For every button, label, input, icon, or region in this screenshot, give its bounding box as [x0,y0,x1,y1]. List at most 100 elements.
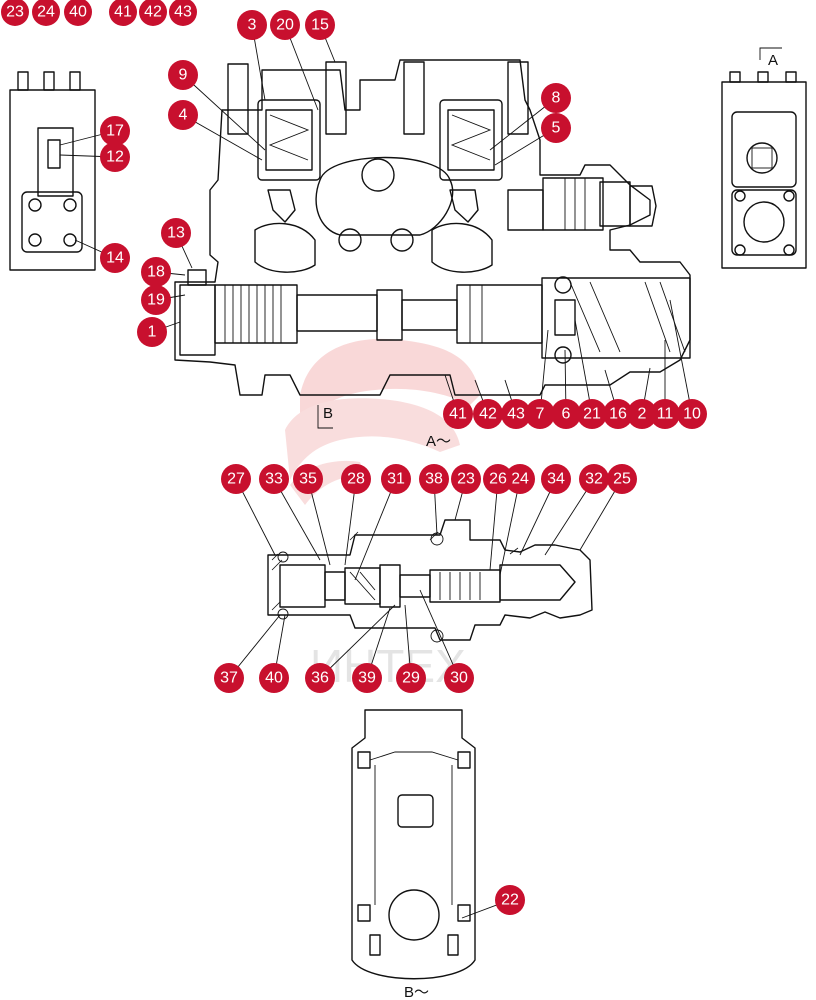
svg-text:25: 25 [613,471,631,488]
svg-text:10: 10 [683,406,701,423]
valve-section-view [267,519,593,643]
svg-text:39: 39 [358,670,376,687]
callout-2[interactable]: 2 [627,399,657,429]
callout-11[interactable]: 11 [650,399,680,429]
svg-text:41: 41 [449,406,467,423]
watermark-text: ИНТЕХ [310,640,466,692]
valve-bottom-view: B～ [351,709,476,1000]
svg-text:18: 18 [147,264,165,281]
svg-text:16: 16 [609,406,627,423]
svg-text:28: 28 [347,471,365,488]
svg-text:23: 23 [6,4,24,21]
callout-41[interactable]: 41 [443,399,473,429]
svg-text:31: 31 [387,471,405,488]
callout-23[interactable]: 23 [451,464,481,494]
callout-12[interactable]: 12 [100,142,130,172]
callout-29[interactable]: 29 [396,663,426,693]
callout-30[interactable]: 30 [444,663,474,693]
svg-text:15: 15 [311,17,329,34]
svg-text:5: 5 [552,120,561,137]
callout-34[interactable]: 34 [541,464,571,494]
svg-text:35: 35 [299,471,317,488]
svg-text:11: 11 [657,406,674,423]
callout-24-top[interactable]: 24 [32,0,60,26]
svg-text:36: 36 [311,670,329,687]
callout-40[interactable]: 40 [259,663,289,693]
callout-19[interactable]: 19 [141,285,171,315]
svg-text:42: 42 [144,4,162,21]
callout-26[interactable]: 26 [483,464,513,494]
callout-25[interactable]: 25 [607,464,637,494]
svg-text:42: 42 [479,406,497,423]
callout-6[interactable]: 6 [551,399,581,429]
svg-text:6: 6 [562,406,571,423]
svg-text:43: 43 [507,406,525,423]
callout-5[interactable]: 5 [541,113,571,143]
svg-text:24: 24 [37,4,55,21]
callout-10[interactable]: 10 [677,399,707,429]
svg-text:24: 24 [511,471,529,488]
callout-22[interactable]: 22 [495,885,525,915]
callout-21[interactable]: 21 [577,399,607,429]
valve-left-view [9,71,96,271]
svg-text:20: 20 [276,17,294,34]
svg-text:32: 32 [585,471,603,488]
callout-39[interactable]: 39 [352,663,382,693]
callout-3[interactable]: 3 [237,10,267,40]
svg-text:23: 23 [457,471,475,488]
callout-42[interactable]: 42 [473,399,503,429]
callout-8[interactable]: 8 [541,83,571,113]
callout-27[interactable]: 27 [221,464,251,494]
svg-text:1: 1 [148,324,157,341]
callout-43-top[interactable]: 43 [169,0,197,26]
callout-17[interactable]: 17 [100,116,130,146]
svg-text:4: 4 [179,107,188,124]
callout-9[interactable]: 9 [168,60,198,90]
svg-text:34: 34 [547,471,565,488]
callout-28[interactable]: 28 [341,464,371,494]
callout-13[interactable]: 13 [161,218,191,248]
callout-33[interactable]: 33 [259,464,289,494]
callout-4[interactable]: 4 [168,100,198,130]
callout-35[interactable]: 35 [293,464,323,494]
valve-right-view: A [721,47,807,269]
callout-1[interactable]: 1 [137,317,167,347]
view-b-arrow-label: B [323,405,333,422]
callout-42-top[interactable]: 42 [139,0,167,26]
svg-text:19: 19 [147,292,165,309]
svg-text:7: 7 [536,406,545,423]
callout-37[interactable]: 37 [214,663,244,693]
svg-text:33: 33 [265,471,283,488]
callout-41-top[interactable]: 41 [109,0,137,26]
svg-text:40: 40 [265,670,283,687]
callout-38[interactable]: 38 [419,464,449,494]
callout-14[interactable]: 14 [100,243,130,273]
svg-text:3: 3 [248,17,257,34]
view-b-section-label: B～ [404,984,429,1000]
callout-20[interactable]: 20 [270,10,300,40]
callout-36[interactable]: 36 [305,663,335,693]
svg-text:8: 8 [552,90,561,107]
callout-15[interactable]: 15 [305,10,335,40]
svg-text:38: 38 [425,471,443,488]
callout-43[interactable]: 43 [501,399,531,429]
svg-text:30: 30 [450,670,468,687]
callout-18[interactable]: 18 [141,257,171,287]
svg-text:9: 9 [179,67,188,84]
svg-text:26: 26 [489,471,507,488]
svg-text:13: 13 [167,225,185,242]
callout-24[interactable]: 24 [505,464,535,494]
svg-text:2: 2 [638,406,647,423]
svg-text:21: 21 [583,406,601,423]
svg-text:12: 12 [106,149,124,166]
callout-31[interactable]: 31 [381,464,411,494]
callout-32[interactable]: 32 [579,464,609,494]
callout-7[interactable]: 7 [525,399,555,429]
callout-40-top[interactable]: 40 [64,0,92,26]
callout-23-top[interactable]: 23 [1,0,29,26]
svg-text:41: 41 [114,4,132,21]
svg-text:40: 40 [69,4,87,21]
callout-16[interactable]: 16 [603,399,633,429]
svg-text:17: 17 [106,123,124,140]
